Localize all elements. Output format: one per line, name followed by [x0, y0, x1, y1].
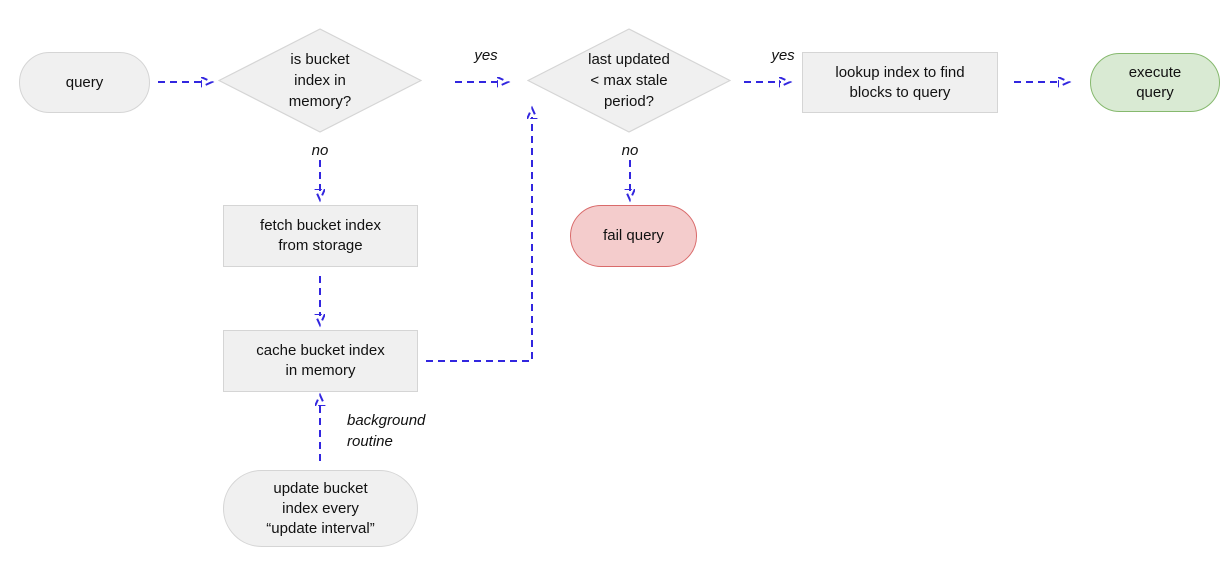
node-last-updated-decision: last updated < max stale period? — [527, 28, 731, 133]
edge-cache-to-stale-check — [426, 117, 532, 362]
edge-label-yes-2: yes — [771, 47, 795, 64]
edge-label-yes-1: yes — [474, 47, 498, 64]
node-execute-query-label: execute query — [1128, 63, 1182, 101]
node-last-updated-label: last updated < max stale period? — [588, 51, 670, 110]
edge-label-no-1: no — [311, 142, 329, 159]
node-fetch-index: fetch bucket index from storage — [223, 205, 418, 267]
edge-label-no-2: no — [621, 142, 639, 159]
node-fail-query-label: fail query — [603, 227, 664, 244]
node-lookup-index-label: lookup index to find blocks to query — [835, 63, 965, 101]
node-cache-index: cache bucket index in memory — [223, 330, 418, 392]
node-index-in-memory-label: is bucket index in memory? — [288, 51, 352, 110]
node-fetch-index-label: fetch bucket index from storage — [260, 217, 381, 254]
edge-label-background-routine: background routine — [347, 412, 426, 450]
diamond-shape — [218, 28, 422, 133]
node-cache-index-label: cache bucket index in memory — [256, 342, 385, 379]
node-index-in-memory-decision: is bucket index in memory? — [218, 28, 422, 133]
node-query: query — [19, 52, 150, 113]
node-update-index-label: update bucket index every “update interv… — [266, 479, 375, 537]
node-execute-query: execute query — [1090, 53, 1220, 112]
node-update-index: update bucket index every “update interv… — [223, 470, 418, 547]
node-query-label: query — [65, 73, 104, 91]
node-fail-query: fail query — [570, 205, 697, 267]
diamond-shape — [527, 28, 731, 133]
node-lookup-index: lookup index to find blocks to query — [802, 52, 998, 113]
